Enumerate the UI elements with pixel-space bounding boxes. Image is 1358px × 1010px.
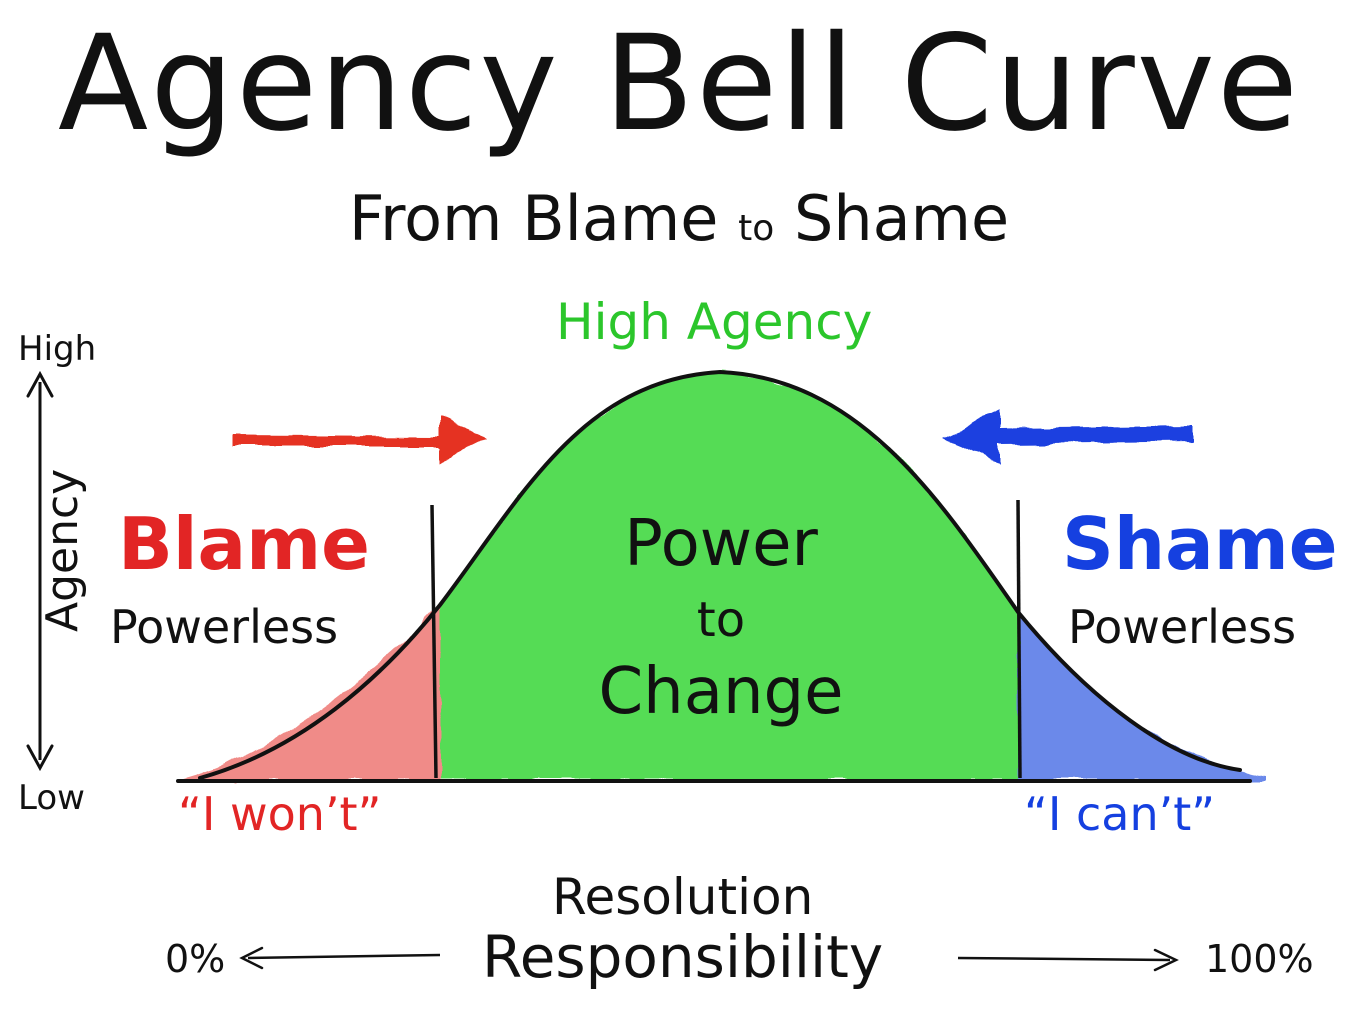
x-axis-max-label: 100% — [1205, 937, 1314, 981]
x-axis-min-label: 0% — [165, 937, 226, 981]
x-axis-title-line2: Responsibility — [482, 923, 884, 991]
center-label-line2: to — [696, 592, 746, 648]
y-axis-arrow — [26, 370, 54, 772]
subtitle-connector: to — [738, 208, 775, 249]
blame-label: Blame — [118, 502, 370, 586]
blame-region — [180, 605, 440, 780]
divider-left — [430, 504, 438, 779]
center-label-line3: Change — [598, 655, 844, 729]
blame-sub-label: Powerless — [110, 600, 339, 654]
blame-quote: “I won’t” — [178, 787, 382, 841]
shame-sub-label: Powerless — [1068, 600, 1297, 654]
divider-right — [1016, 499, 1022, 779]
subtitle: From Blame to Shame — [0, 188, 1358, 250]
shame-region — [1018, 612, 1265, 780]
subtitle-part1: From Blame — [348, 182, 719, 255]
x-axis-title-line1: Resolution — [552, 868, 814, 926]
bell-curve-outline — [198, 369, 1242, 780]
y-axis-low-label: Low — [18, 778, 85, 818]
x-axis-left-arrow — [239, 946, 441, 970]
arrow-right-icon — [232, 418, 488, 462]
peak-label: High Agency — [556, 293, 873, 351]
shame-quote: “I can’t” — [1024, 787, 1216, 841]
power-region — [440, 372, 1018, 780]
y-axis-high-label: High — [18, 329, 97, 369]
y-axis-title: Agency — [37, 468, 88, 632]
x-axis-right-arrow — [957, 948, 1179, 972]
arrow-left-icon — [942, 410, 1192, 462]
subtitle-part2: Shame — [794, 182, 1010, 255]
center-label-line1: Power — [624, 507, 818, 581]
shame-label: Shame — [1062, 502, 1338, 586]
page-title: Agency Bell Curve — [57, 7, 1301, 161]
